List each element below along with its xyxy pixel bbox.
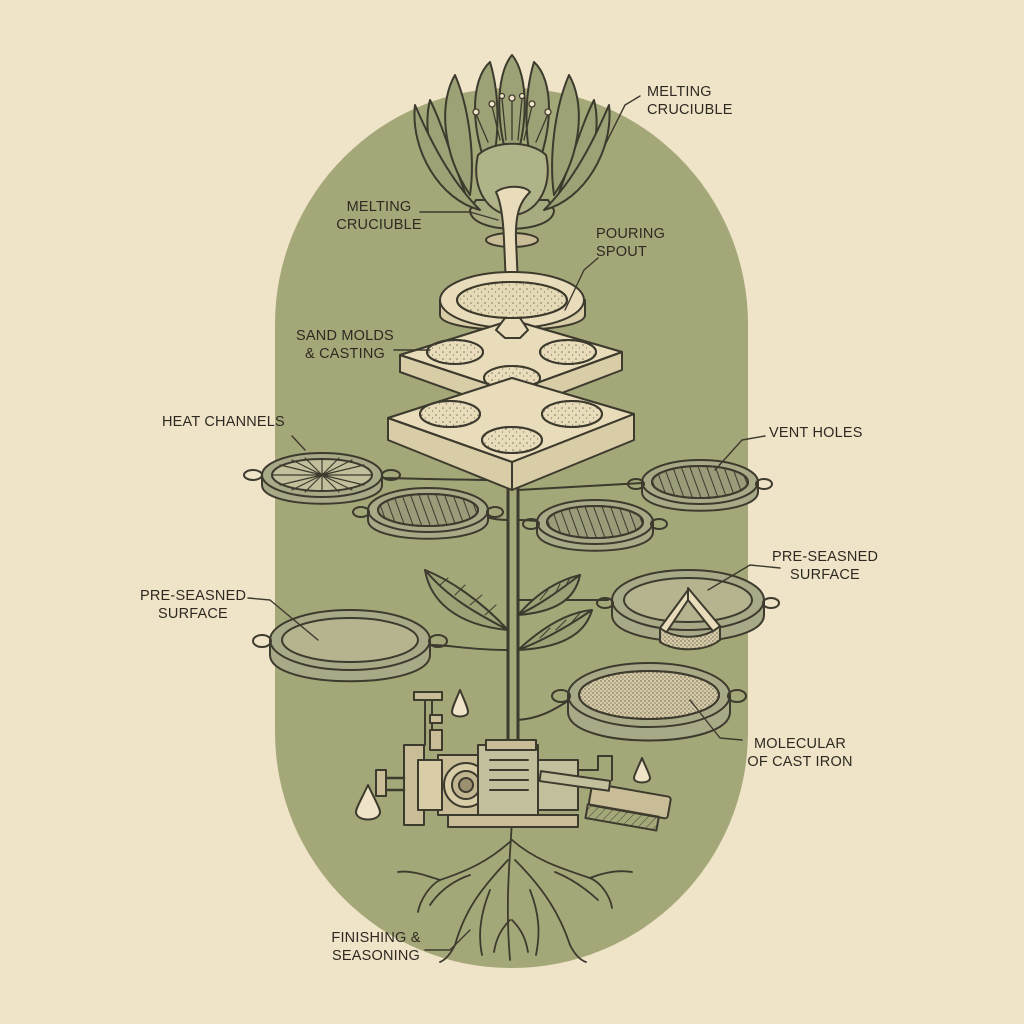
roots <box>397 819 633 963</box>
label-pre-seasoned-left: PRE-SEASNED SURFACE <box>140 588 247 622</box>
label-sand-molds: SAND MOLDS & CASTING <box>296 328 394 362</box>
pan-heat-channels <box>243 452 401 505</box>
label-finishing: FINISHING & SEASONING <box>331 930 421 964</box>
sand-mold-lower <box>387 377 635 491</box>
leaf-veins <box>439 577 581 639</box>
pan-grill-left <box>352 487 504 540</box>
label-molecular: MOLECULAR OF CAST IRON <box>747 736 853 770</box>
finishing-machine <box>375 691 672 832</box>
pan-pre-seasoned-right <box>596 569 780 651</box>
label-melting-crucible-top: MELTING CRUCIUBLE <box>647 84 733 118</box>
label-pouring-spout: POURING SPOUT <box>596 226 666 260</box>
molten-stream <box>495 185 531 331</box>
pan-molecular <box>551 662 747 742</box>
stamens <box>472 92 552 143</box>
label-pre-seasoned-right: PRE-SEASNED SURFACE <box>772 549 879 583</box>
label-vent-holes: VENT HOLES <box>769 425 863 441</box>
label-heat-channels: HEAT CHANNELS <box>162 414 285 430</box>
leader-lines <box>247 95 781 951</box>
label-melting-crucible-left: MELTING CRUCIUBLE <box>336 199 422 233</box>
oil-droplets <box>355 689 651 821</box>
pan-vent-holes <box>627 459 773 512</box>
backdrop-shape <box>275 88 748 968</box>
pan-grill-right <box>522 499 668 552</box>
pan-pre-seasoned-left <box>252 609 448 683</box>
